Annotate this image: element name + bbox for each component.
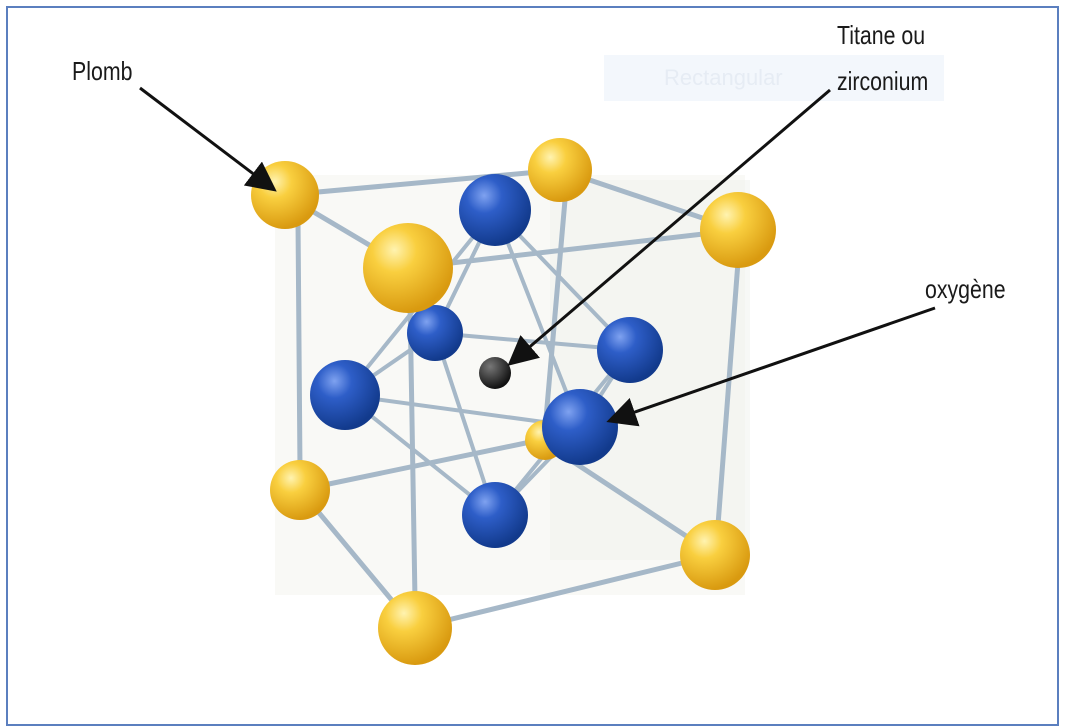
oxygen-atom-front-right [542,389,618,465]
oxygen-atom-right [597,317,663,383]
arrow-icon [139,86,277,192]
label-titanium-line2: zirconium [837,66,929,96]
arrow-icon [606,306,936,427]
lead-atom-bottom-left [270,460,330,520]
titanium-atom [479,357,511,389]
lead-atom-top-left [251,161,319,229]
lead-atom-bottom-right [680,520,750,590]
lead-atom-top-right [700,192,776,268]
arrow-icon [507,88,831,366]
oxygen-atom-left [310,360,380,430]
lead-atom-top-back [528,138,592,202]
oxygen-atom-top [459,174,531,246]
label-titanium-line1: Titane ou [837,20,926,50]
label-oxygen: oxygène [925,274,1006,304]
lead-atom-top-front [363,223,453,313]
oxygen-atom-back-left [407,305,463,361]
label-lead: Plomb [72,56,133,86]
perovskite-unit-cell [139,86,936,665]
oxygen-atom-bottom [462,482,528,548]
faint-watermark-text: Rectangular [604,55,944,101]
lead-atom-bottom-front [378,591,452,665]
